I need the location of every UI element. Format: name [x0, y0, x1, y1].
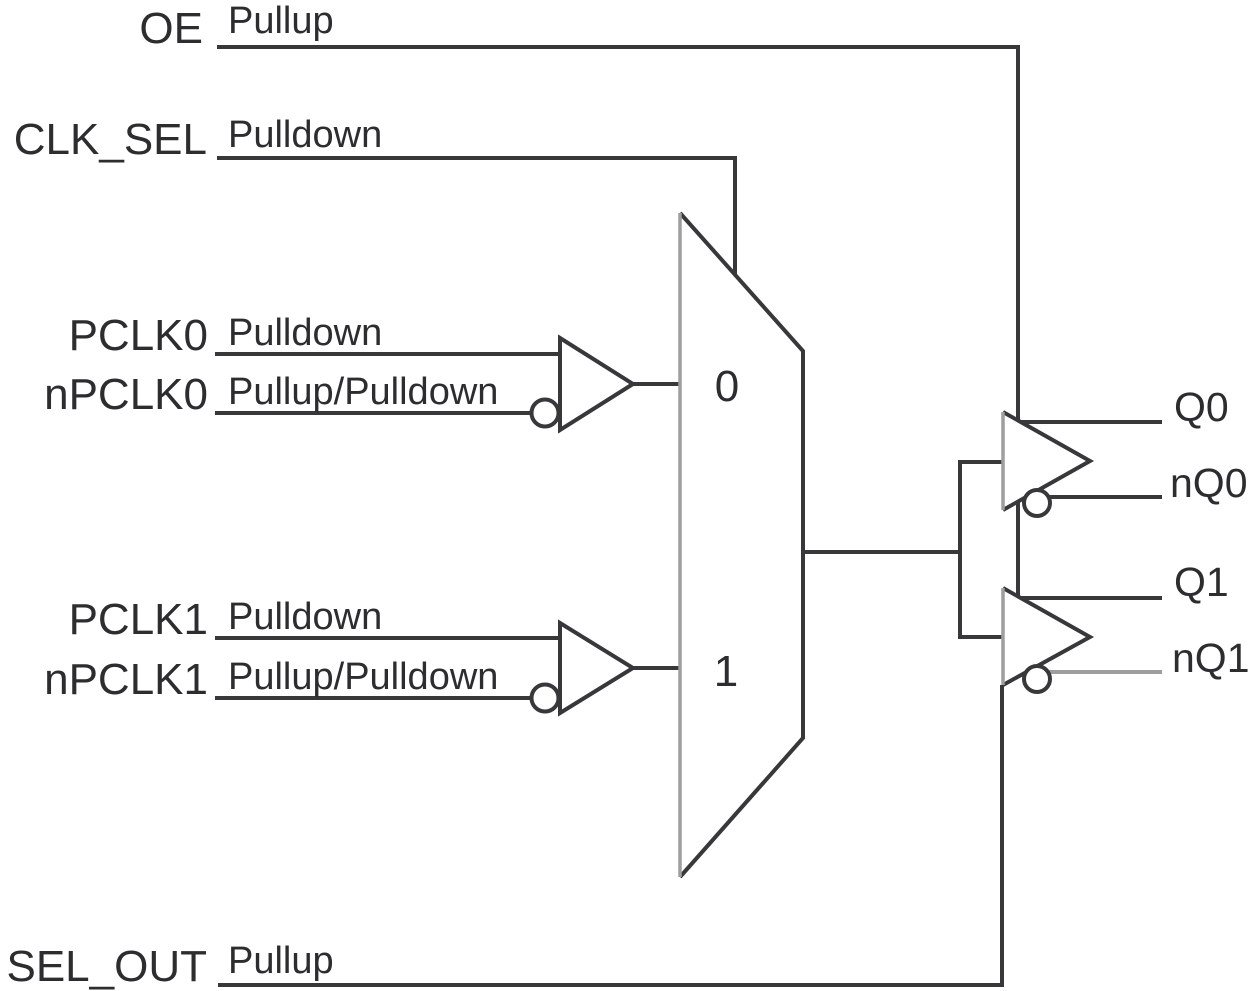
- pull-clk-sel: Pulldown: [228, 114, 382, 156]
- mux-input0-label: 0: [715, 362, 739, 411]
- buffer-pclk1-triangle: [558, 619, 637, 717]
- pull-pclk0: Pulldown: [228, 312, 382, 354]
- buffer-pclk0-triangle: [558, 334, 637, 434]
- output-driver-q1: [1001, 586, 1095, 694]
- wires: [215, 45, 1162, 987]
- wire-oe: [217, 45, 1020, 421]
- label-sel-out: SEL_OUT: [6, 942, 207, 991]
- mux: 0 1: [678, 211, 805, 879]
- driver-q1-invert-bubble: [1022, 664, 1052, 694]
- output-driver-q0: [1001, 410, 1095, 518]
- label-pclk1: PCLK1: [69, 595, 208, 644]
- pull-pclk1: Pulldown: [228, 596, 382, 638]
- input-buffer-pclk1: [529, 619, 637, 717]
- driver-q0-invert-bubble: [1022, 488, 1052, 518]
- wire-output-branch: [958, 460, 1003, 639]
- label-q0: Q0: [1174, 384, 1229, 430]
- wire-clk-sel: [217, 156, 737, 276]
- mux-shape: [678, 211, 805, 879]
- wire-sel-out: [218, 685, 1004, 987]
- buffer-pclk1-invert-bubble: [529, 682, 561, 714]
- label-npclk1: nPCLK1: [44, 655, 208, 704]
- label-pclk0: PCLK0: [69, 311, 208, 360]
- buffer-pclk0-invert-bubble: [529, 397, 561, 429]
- pull-sel-out: Pullup: [228, 940, 334, 982]
- input-buffer-pclk0: [529, 334, 637, 434]
- mux-input1-label: 1: [714, 647, 738, 696]
- port-labels: OE Pullup CLK_SEL Pulldown PCLK0 Pulldow…: [6, 0, 498, 991]
- label-npclk0: nPCLK0: [44, 370, 208, 419]
- label-clk-sel: CLK_SEL: [14, 115, 207, 164]
- label-oe: OE: [139, 4, 203, 53]
- pull-npclk0: Pullup/Pulldown: [228, 371, 498, 413]
- pull-oe: Pullup: [228, 0, 334, 42]
- label-nq1: nQ1: [1172, 635, 1250, 681]
- label-q1: Q1: [1174, 559, 1229, 605]
- pull-npclk1: Pullup/Pulldown: [228, 656, 498, 698]
- output-labels: Q0 nQ0 Q1 nQ1: [1170, 384, 1250, 681]
- label-nq0: nQ0: [1170, 460, 1248, 506]
